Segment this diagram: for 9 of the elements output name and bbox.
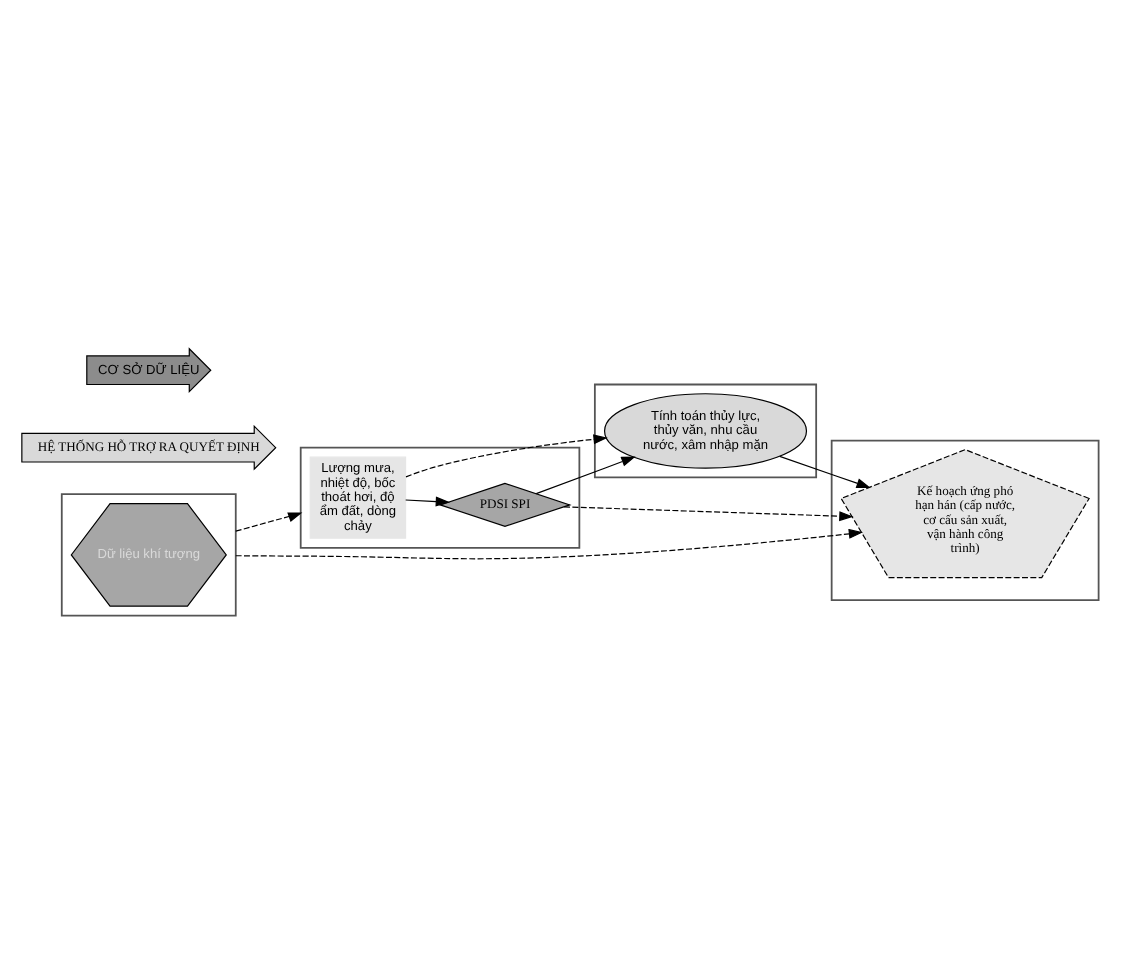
cluster xyxy=(299,446,581,549)
arrow xyxy=(563,506,854,522)
arrow xyxy=(405,496,450,507)
cluster xyxy=(830,439,1100,602)
arrow xyxy=(779,455,871,489)
arrow xyxy=(235,512,303,532)
arrow xyxy=(405,434,608,478)
arrow xyxy=(235,528,864,560)
arrow xyxy=(535,456,636,495)
